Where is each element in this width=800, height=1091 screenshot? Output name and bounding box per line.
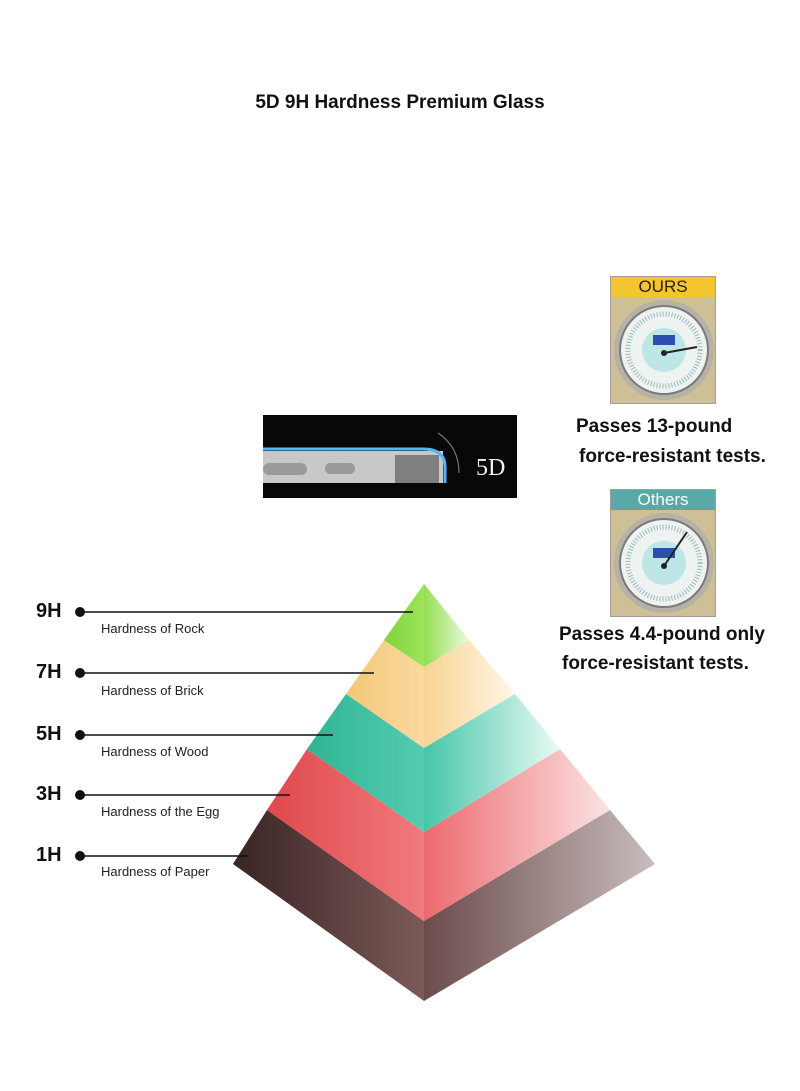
level-grade-5h: 5H [36,723,62,745]
ours-gauge-image: OURS [610,276,716,404]
level-grade-9h: 9H [36,600,62,622]
layer-9h-right [424,584,469,667]
layer-5h-left [307,694,424,832]
others-caption-line-2: force-resistant tests. [562,653,749,674]
page-title: 5D 9H Hardness Premium Glass [255,92,545,113]
others-caption-line-1: Passes 4.4-pound only [559,624,765,645]
level-dot [75,668,85,678]
layer-3h-right [424,749,610,921]
banner-5d-text: 5D [476,455,506,481]
level-dot [75,730,85,740]
level-desc-5h: Hardness of Wood [101,744,209,759]
layer-1h-left [233,810,424,1001]
level-dot [75,851,85,861]
layer-5h-right [424,694,560,832]
level-desc-9h: Hardness of Rock [101,621,205,636]
layer-3h-left [267,749,424,921]
layer-1h-right [424,810,655,1001]
level-dot [75,790,85,800]
level-grade-1h: 1H [36,844,62,866]
level-dot [75,607,85,617]
level-grade-3h: 3H [36,783,62,805]
phone-edge-banner [263,415,517,498]
ours-caption-line-2: force-resistant tests. [579,446,766,467]
force-gauge-icon [614,513,714,613]
phone-edge-illustration [263,432,460,483]
level-desc-7h: Hardness of Brick [101,683,204,698]
layer-9h-left [384,584,424,667]
others-gauge-image: Others [610,489,716,617]
layer-7h-left [346,640,424,748]
level-desc-3h: Hardness of the Egg [101,804,220,819]
level-desc-1h: Hardness of Paper [101,864,210,879]
others-label: Others [611,490,715,510]
force-gauge-icon [614,300,714,400]
layer-7h-right [424,640,515,748]
level-grade-7h: 7H [36,661,62,683]
ours-label: OURS [611,277,715,297]
ours-caption-line-1: Passes 13-pound [576,416,733,437]
